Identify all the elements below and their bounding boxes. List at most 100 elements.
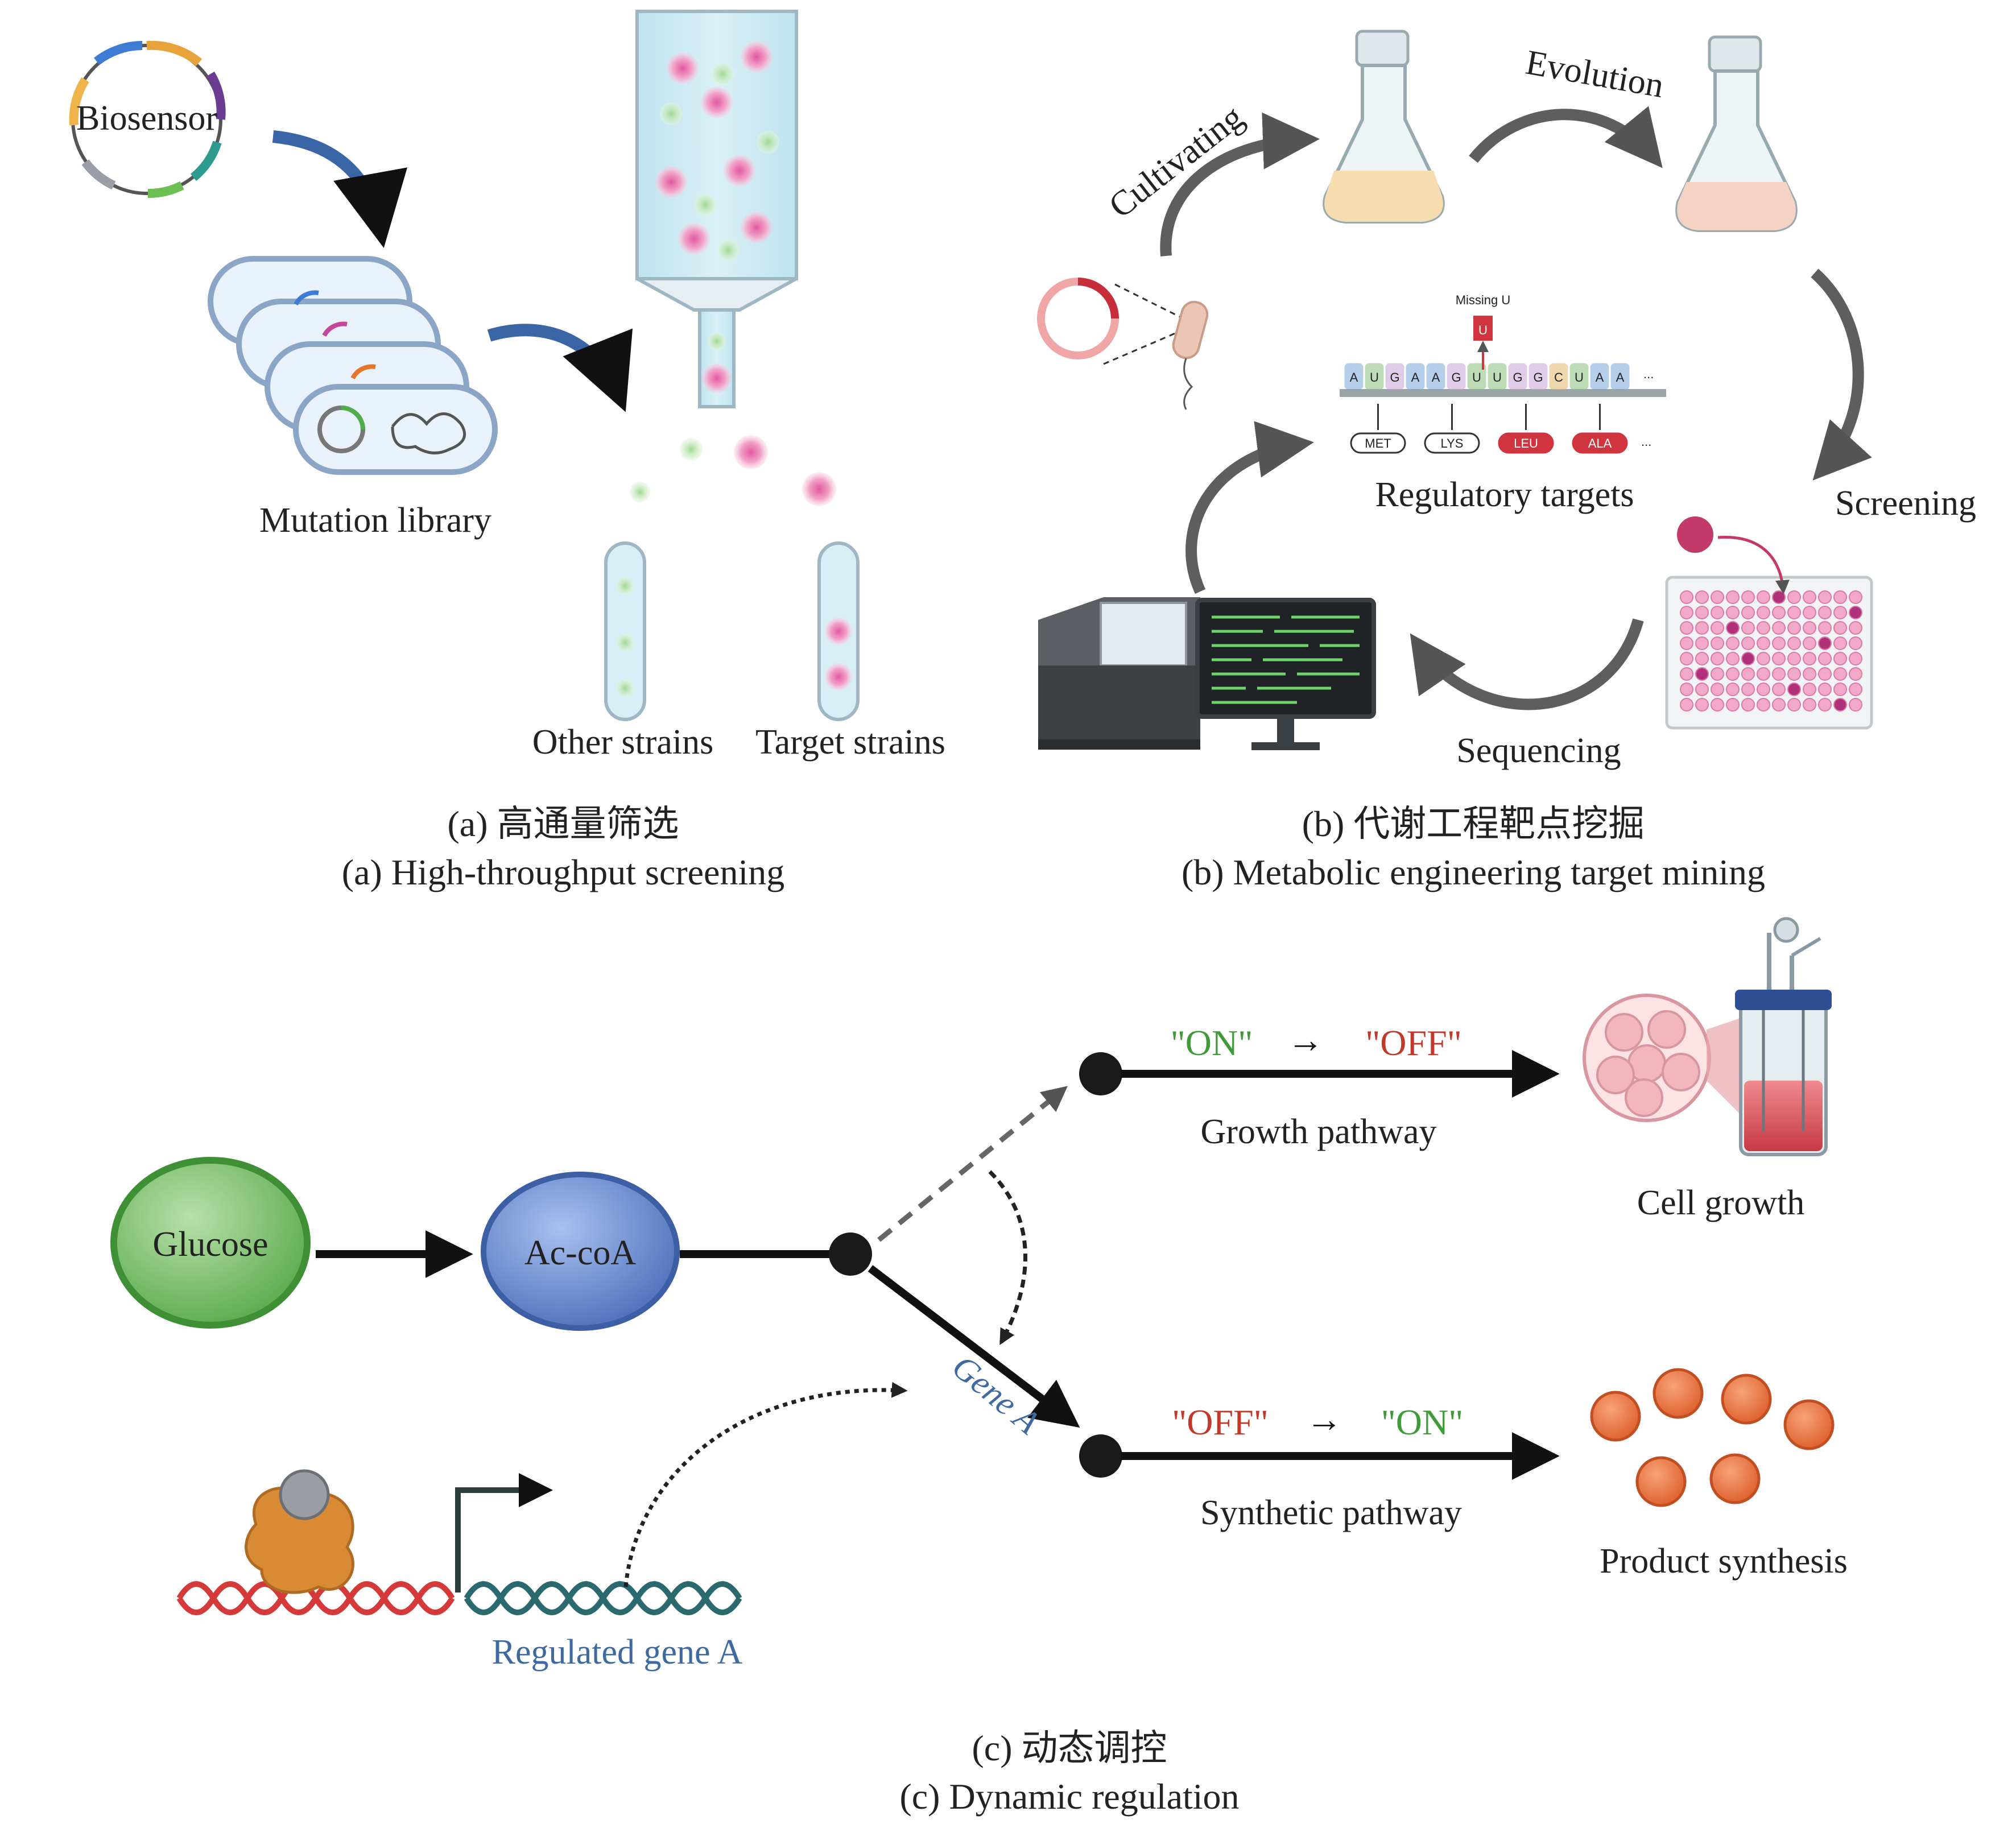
codon-base-letter: G	[1513, 370, 1522, 384]
codon-base-letter: U	[1493, 370, 1502, 384]
accoa-node	[481, 1172, 680, 1331]
codon-ellipsis: ...	[1643, 367, 1654, 381]
plate-well	[1803, 606, 1816, 619]
plate-well	[1849, 590, 1862, 604]
arrow-to-growth-dashed	[877, 1086, 1068, 1242]
sequencing-label: Sequencing	[1456, 731, 1621, 770]
mutation-library-label: Mutation library	[259, 501, 491, 540]
plate-well	[1680, 621, 1693, 635]
plate-well	[1787, 667, 1801, 681]
codon-base-letter: U	[1575, 370, 1584, 384]
biosensor-plasmid	[69, 40, 226, 198]
well-plate	[1665, 576, 1873, 730]
plate-well	[1818, 606, 1832, 619]
plate-well	[1787, 652, 1801, 665]
cell-growth-illustration	[1583, 917, 1832, 1156]
amino-acid-pill	[1498, 432, 1554, 454]
synth-off-state: "OFF"	[1172, 1402, 1269, 1442]
plate-well	[1849, 636, 1862, 650]
missing-u-base: U	[1478, 323, 1488, 337]
plate-well	[1695, 590, 1709, 604]
plate-well	[1803, 698, 1816, 712]
codon-base-letter: G	[1390, 370, 1399, 384]
codon-base-box	[1569, 363, 1589, 390]
growth-pathway-label: Growth pathway	[1201, 1112, 1437, 1151]
plate-well	[1772, 590, 1786, 604]
product-synthesis-label: Product synthesis	[1600, 1542, 1848, 1581]
plate-well	[1741, 667, 1755, 681]
plate-well	[1711, 683, 1724, 696]
arrow-to-sorter	[487, 324, 633, 412]
plate-well	[1726, 698, 1740, 712]
screening-label: Screening	[1835, 484, 1976, 523]
plate-well	[1818, 636, 1832, 650]
plate-well	[1803, 652, 1816, 665]
product-spheres	[1590, 1368, 1835, 1507]
codon-base-box	[1590, 363, 1609, 390]
amino-acid-ellipsis: ...	[1641, 435, 1651, 449]
plate-well	[1726, 667, 1740, 681]
plate-well	[1833, 667, 1847, 681]
plate-well	[1772, 621, 1786, 635]
panel-a: Biosensor Mutation library	[69, 10, 945, 892]
plate-well	[1757, 652, 1770, 665]
plate-well	[1680, 636, 1693, 650]
plate-well	[1711, 667, 1724, 681]
plate-well	[1787, 621, 1801, 635]
plate-well	[1741, 606, 1755, 619]
plate-well	[1803, 621, 1816, 635]
codon-base-box	[1385, 363, 1404, 390]
analysis-arrow	[1185, 421, 1314, 594]
dna-helix	[176, 1581, 742, 1615]
plate-well	[1741, 590, 1755, 604]
plate-well	[1757, 621, 1770, 635]
glucose-label: Glucose	[152, 1225, 268, 1264]
plate-well	[1741, 636, 1755, 650]
plate-well	[1787, 698, 1801, 712]
amino-acid-label: LYS	[1441, 436, 1464, 450]
flask-2	[1675, 35, 1798, 232]
plate-well	[1818, 698, 1832, 712]
plate-well	[1711, 698, 1724, 712]
codon-base-box	[1426, 363, 1445, 390]
panel-b-caption-en: (b) Metabolic engineering target mining	[1181, 852, 1765, 892]
plate-well	[1741, 683, 1755, 696]
plate-well	[1772, 683, 1786, 696]
plate-well	[1849, 652, 1862, 665]
growth-switch-arrow: →	[1287, 1020, 1324, 1060]
codon-base-letter: A	[1411, 370, 1420, 384]
plate-well	[1680, 683, 1693, 696]
codon-base-box	[1488, 363, 1507, 390]
regulator-protein	[245, 1469, 354, 1594]
panel-c: Glucose Ac-coA Gene A "ON" → "OFF" Growt…	[110, 917, 1848, 1817]
synthetic-node	[1079, 1434, 1122, 1478]
codon-base-letter: A	[1350, 370, 1358, 384]
plate-well	[1833, 683, 1847, 696]
target-strains-label: Target strains	[755, 723, 945, 762]
plate-well	[1711, 652, 1724, 665]
codon-base-letter: U	[1370, 370, 1379, 384]
panel-b-caption-cn: (b) 代谢工程靶点挖掘	[1302, 804, 1645, 844]
panel-c-caption-cn: (c) 动态调控	[972, 1728, 1167, 1768]
accoa-label: Ac-coA	[524, 1234, 636, 1272]
plate-well	[1757, 636, 1770, 650]
codon-base-box	[1406, 363, 1425, 390]
amino-acid-label: LEU	[1514, 436, 1538, 450]
codon-base-box	[1447, 363, 1466, 390]
plate-well	[1772, 652, 1786, 665]
plate-well	[1818, 590, 1832, 604]
plate-well	[1757, 698, 1770, 712]
test-tube-other	[604, 541, 646, 721]
mutation-library-cells	[208, 256, 498, 475]
plate-well	[1803, 683, 1816, 696]
plate-well	[1818, 667, 1832, 681]
plasmid-bacterium	[1037, 278, 1209, 410]
plate-well	[1833, 652, 1847, 665]
codon-base-letter: G	[1533, 370, 1543, 384]
codon-base-letter: G	[1451, 370, 1461, 384]
flask-1	[1323, 30, 1445, 224]
plate-well	[1741, 698, 1755, 712]
codon-base-box	[1528, 363, 1548, 390]
